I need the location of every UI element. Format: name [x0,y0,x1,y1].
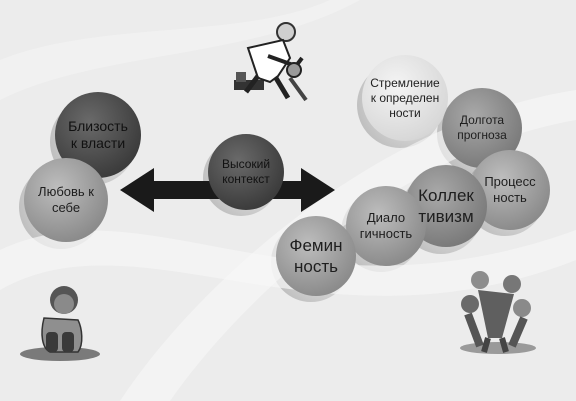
disk-label: Коллек тивизм [418,185,474,226]
disk-label: Высокий контекст [221,157,271,186]
disk-femininity: Фемин ность [271,216,356,303]
disk-label: Близость к власти [68,117,128,152]
disk-high-context: Высокий контекст [203,134,284,217]
group-huddle-icon [460,271,536,354]
runner-icon [234,22,308,102]
sitting-child-icon [20,286,100,361]
disk-label: Диало гичность [359,209,413,241]
disk-self-love: Любовь к себе [18,158,108,249]
disk-certainty-striving: Стремление к определен ности [356,55,448,148]
disk-collectivism: Коллек тивизм [400,165,487,254]
disk-label: Долгота прогноза [457,113,507,142]
disk-label: Процесс ность [484,173,536,205]
disk-dialogicity: Диало гичность [341,186,426,273]
disk-label: Стремление к определен ности [370,75,440,120]
disk-label: Любовь к себе [38,183,94,215]
disk-label: Фемин ность [289,235,343,276]
